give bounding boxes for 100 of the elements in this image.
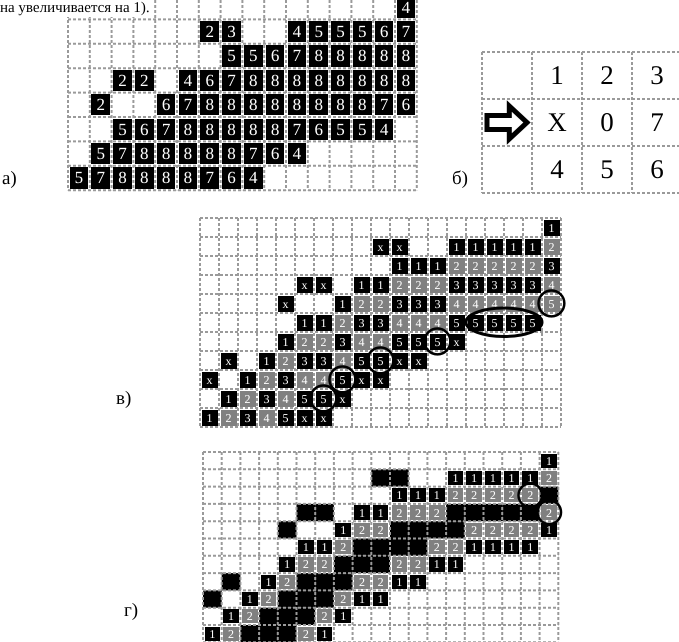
number-tile: 2 — [258, 372, 274, 388]
number-tile: 4 — [258, 410, 274, 426]
number-tile: 1 — [410, 258, 426, 274]
number-tile: 4 — [288, 142, 306, 164]
number-tile: 1 — [485, 470, 501, 486]
number-tile: 1 — [485, 540, 501, 554]
number-tile: 8 — [396, 70, 416, 92]
number-tile: 2 — [506, 258, 522, 274]
number-tile: 8 — [309, 94, 328, 116]
number-tile: 5 — [222, 45, 241, 67]
number-tile: 5 — [352, 118, 372, 140]
number-tile: 7 — [288, 118, 306, 140]
number-tile: 6 — [266, 45, 284, 67]
number-tile: 3 — [258, 390, 274, 406]
number-tile: 7 — [200, 167, 220, 189]
number-tile: 3 — [372, 314, 388, 330]
number-tile: x — [202, 372, 218, 388]
number-tile: 2 — [466, 522, 482, 537]
number-tile: 1 — [204, 626, 220, 641]
number-tile: 2 — [316, 609, 332, 624]
number-tile: 3 — [430, 296, 446, 312]
number-tile: 4 — [178, 70, 198, 92]
number-tile: 1 — [392, 574, 408, 589]
number-tile: 8 — [352, 94, 372, 116]
number-tile: 2 — [316, 557, 332, 572]
number-tile: 1 — [448, 238, 464, 254]
number-tile: 3 — [240, 410, 256, 426]
number-tile: 8 — [222, 142, 241, 164]
panel-letter: г) — [124, 600, 138, 622]
number-tile: 2 — [485, 488, 501, 502]
number-tile: 1 — [506, 238, 522, 254]
number-tile: 2 — [448, 488, 464, 502]
number-tile: 2 — [296, 334, 312, 350]
number-tile: 4 — [396, 0, 416, 18]
number-tile: 7 — [222, 70, 241, 92]
number-tile: 3 — [392, 296, 408, 312]
number-tile: 1 — [466, 470, 482, 486]
number-tile: 1 — [354, 276, 370, 292]
number-tile: 5 — [486, 314, 502, 330]
number-tile: 2 — [223, 626, 239, 641]
number-tile: 3 — [486, 276, 502, 292]
number-tile: 8 — [331, 70, 350, 92]
number-tile: 1 — [468, 238, 484, 254]
number-tile: 1 — [316, 626, 332, 641]
number-tile: 1 — [242, 592, 258, 606]
number-tile: 2 — [372, 522, 388, 537]
number-tile: 5 — [392, 334, 408, 350]
number-tile: 8 — [178, 118, 198, 140]
number-tile: 2 — [220, 410, 236, 426]
number-tile: 6 — [200, 70, 220, 92]
number-tile: 4 — [244, 167, 263, 189]
number-tile: 1 — [392, 258, 408, 274]
number-tile: 2 — [410, 557, 426, 572]
number-tile: x — [220, 352, 236, 368]
number-tile: 2 — [134, 70, 154, 92]
number-tile: 5 — [331, 118, 350, 140]
number-tile: x — [372, 238, 388, 254]
number-tile: 5 — [372, 352, 388, 368]
panel-letter: в) — [116, 388, 132, 410]
number-tile: 8 — [266, 118, 284, 140]
number-tile: x — [392, 238, 408, 254]
number-tile: 5 — [309, 20, 328, 42]
number-tile: 2 — [541, 505, 557, 520]
number-tile: 3 — [448, 276, 464, 292]
number-tile: 2 — [200, 20, 220, 42]
number-tile: 1 — [410, 574, 426, 589]
number-tile: 6 — [134, 118, 154, 140]
number-tile: 1 — [279, 557, 295, 572]
number-tile: 8 — [374, 70, 394, 92]
number-tile: 1 — [258, 352, 274, 368]
number-tile: 3 — [410, 296, 426, 312]
number-tile: 2 — [279, 574, 295, 589]
number-tile: 1 — [334, 296, 350, 312]
number-tile: 2 — [298, 626, 314, 641]
panel-letter: а) — [2, 168, 17, 190]
number-tile: 5 — [331, 20, 350, 42]
number-tile: 2 — [430, 276, 446, 292]
number-tile: 1 — [240, 372, 256, 388]
number-tile: 3 — [222, 20, 241, 42]
number-tile: 2 — [372, 296, 388, 312]
number-tile: 2 — [524, 258, 540, 274]
number-tile: 8 — [134, 142, 154, 164]
number-tile: 2 — [504, 522, 520, 537]
number-tile: 8 — [222, 94, 241, 116]
number-tile: 8 — [222, 118, 241, 140]
number-tile: 3 — [468, 276, 484, 292]
number-tile: 2 — [485, 522, 501, 537]
number-tile: 2 — [392, 505, 408, 520]
number-tile: 2 — [522, 522, 538, 537]
number-tile: 1 — [544, 220, 560, 236]
number-tile: x — [316, 276, 332, 292]
number-tile: 2 — [448, 540, 464, 554]
number-tile: 3 — [544, 258, 560, 274]
number-tile: 2 — [240, 390, 256, 406]
number-tile: 5 — [278, 410, 294, 426]
number-tile: 1 — [223, 609, 239, 624]
number-tile: 2 — [504, 488, 520, 502]
number-tile: 2 — [428, 540, 445, 554]
number-tile: 1 — [541, 454, 557, 468]
number-tile: 2 — [316, 334, 332, 350]
